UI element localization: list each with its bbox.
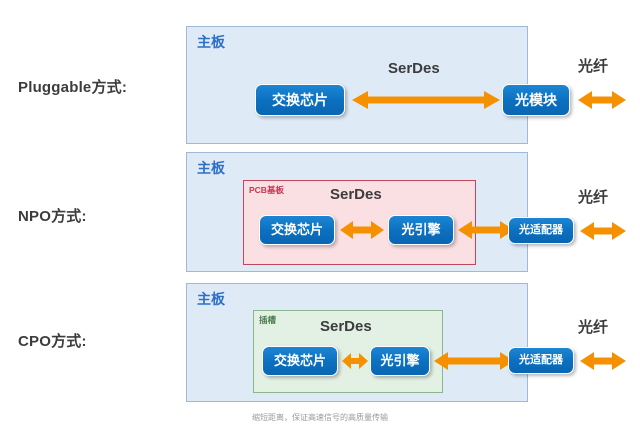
inner-box-title: PCB基板 xyxy=(249,185,284,195)
serdes-label-cpo: SerDes xyxy=(320,318,372,335)
board-title: 主板 xyxy=(197,34,225,50)
serdes-label-pluggable: SerDes xyxy=(388,60,440,77)
chip-label: 交换芯片 xyxy=(270,222,323,238)
row-label-cpo: CPO方式: xyxy=(18,333,87,350)
arrow-engine-adapter-cpo xyxy=(434,351,514,371)
fiber-label-pluggable: 光纤 xyxy=(578,58,609,75)
chip-optical-adapter-npo[interactable]: 光适配器 xyxy=(508,217,574,244)
chip-switch-chip-pluggable[interactable]: 交换芯片 xyxy=(255,84,345,116)
arrow-fiber-pluggable xyxy=(578,90,626,110)
arrow-serdes-npo xyxy=(340,220,384,240)
arrow-serdes-cpo xyxy=(342,352,368,370)
chip-label: 交换芯片 xyxy=(273,353,326,369)
board-pluggable: 主板 xyxy=(186,26,528,144)
chip-optical-module-pluggable[interactable]: 光模块 xyxy=(502,84,570,116)
chip-label: 光适配器 xyxy=(519,353,563,366)
row-label-pluggable: Pluggable方式: xyxy=(18,79,128,96)
chip-label: 光模块 xyxy=(515,91,557,108)
chip-optical-engine-npo[interactable]: 光引擎 xyxy=(388,215,454,245)
board-title: 主板 xyxy=(197,291,225,307)
chip-label: 交换芯片 xyxy=(272,91,328,108)
inner-box-title: 插槽 xyxy=(259,315,277,325)
fiber-label-npo: 光纤 xyxy=(578,189,609,206)
chip-optical-adapter-cpo[interactable]: 光适配器 xyxy=(508,347,574,374)
chip-label: 光引擎 xyxy=(380,353,420,369)
chip-switch-chip-cpo[interactable]: 交换芯片 xyxy=(262,346,338,376)
board-title: 主板 xyxy=(197,160,225,176)
arrow-engine-adapter-npo xyxy=(458,220,514,240)
fiber-label-cpo: 光纤 xyxy=(578,319,609,336)
chip-label: 光适配器 xyxy=(519,223,563,236)
chip-label: 光引擎 xyxy=(401,222,441,238)
row-label-npo: NPO方式: xyxy=(18,208,87,225)
chip-optical-engine-cpo[interactable]: 光引擎 xyxy=(370,346,430,376)
arrow-fiber-cpo xyxy=(580,351,626,371)
arrow-fiber-npo xyxy=(580,221,626,241)
arrow-serdes-pluggable xyxy=(352,90,500,110)
figure-caption: 缩短距离，保证高速信号的高质量传输 xyxy=(252,413,388,422)
chip-switch-chip-npo[interactable]: 交换芯片 xyxy=(259,215,335,245)
serdes-label-npo: SerDes xyxy=(330,186,382,203)
